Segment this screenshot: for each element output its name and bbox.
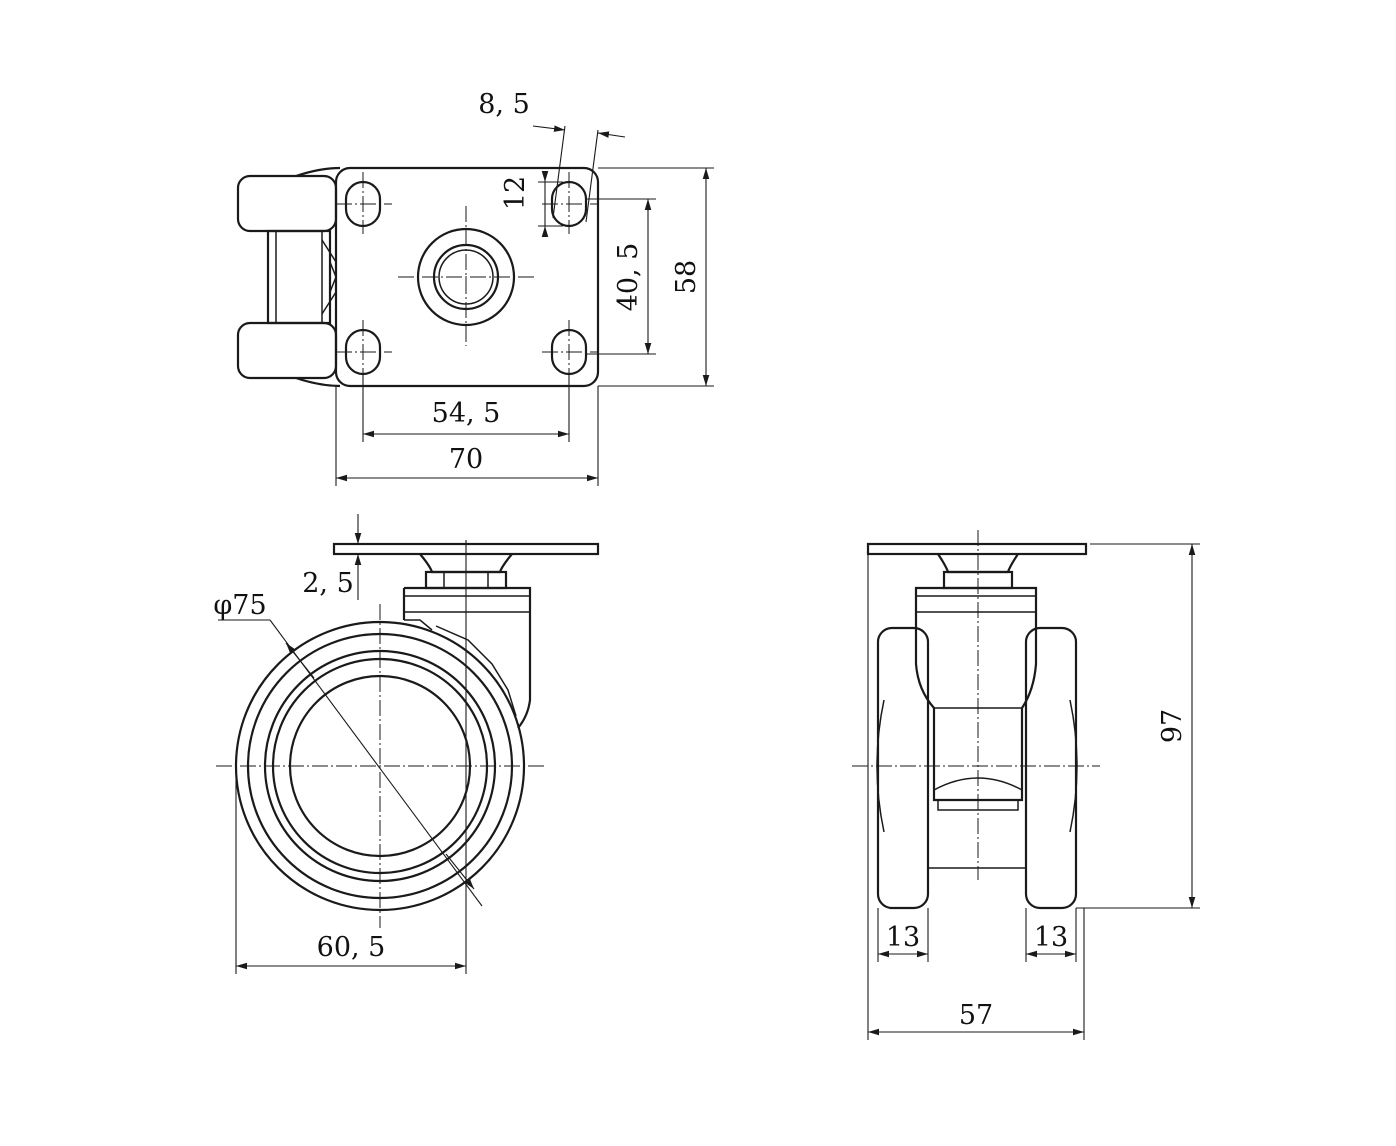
dim-offset-width [235,540,467,974]
dim-label-overall-width: 57 [959,1000,993,1031]
dim-label-wheel-right-width: 13 [1034,922,1068,953]
dim-label-wheel-left-width: 13 [886,922,920,953]
mount-slot-bottom-left [336,320,392,382]
dim-hole-pitch-horizontal [362,374,570,442]
mount-slot-top-left [336,172,392,234]
dim-wheel-left-width [877,908,929,962]
top-wheel-arc-upper [295,166,341,178]
side-view: 2, 5 φ75 60, 5 [213,514,600,974]
dim-total-height [1076,543,1200,909]
front-plate [866,542,1088,556]
top-view: 8, 5 12 40, 5 58 [236,89,714,486]
dim-wheel-right-width [1025,908,1077,962]
dim-label-hole-pitch-vertical: 40, 5 [613,243,644,312]
top-wheel-rim-lower [236,321,338,380]
mount-slot-bottom-right [542,320,598,382]
top-wheel-rim-upper [236,174,338,233]
mount-slot-top-right [542,172,598,234]
dim-wheel-diameter [218,619,483,907]
dim-label-hole-offset: 8, 5 [478,89,530,120]
dim-hole-pitch-vertical [586,198,656,355]
dim-hole-slot [538,171,563,237]
top-wheel-arc-lower [295,376,341,388]
front-wheel-right [1024,626,1078,910]
dim-label-offset-width: 60, 5 [317,932,386,963]
dim-plate-height [598,167,714,387]
front-fork [914,586,1038,802]
dim-label-hole-slot: 12 [500,176,531,210]
dim-overall-width [867,554,1085,1040]
dim-label-plate-thickness: 2, 5 [302,568,354,599]
front-view: 97 13 13 57 [852,530,1200,1040]
dim-label-hole-pitch-horizontal: 54, 5 [432,398,501,429]
dim-label-wheel-diameter: φ75 [213,590,266,621]
dim-hole-offset [532,125,626,223]
dim-label-total-height: 97 [1157,709,1188,743]
dim-label-plate-height: 58 [671,260,702,294]
top-plate [334,166,600,388]
side-fork [404,586,532,729]
top-fork-body [266,229,332,325]
front-wheel-left [876,626,930,910]
dim-label-plate-width: 70 [449,444,483,475]
dim-plate-width [335,386,599,486]
